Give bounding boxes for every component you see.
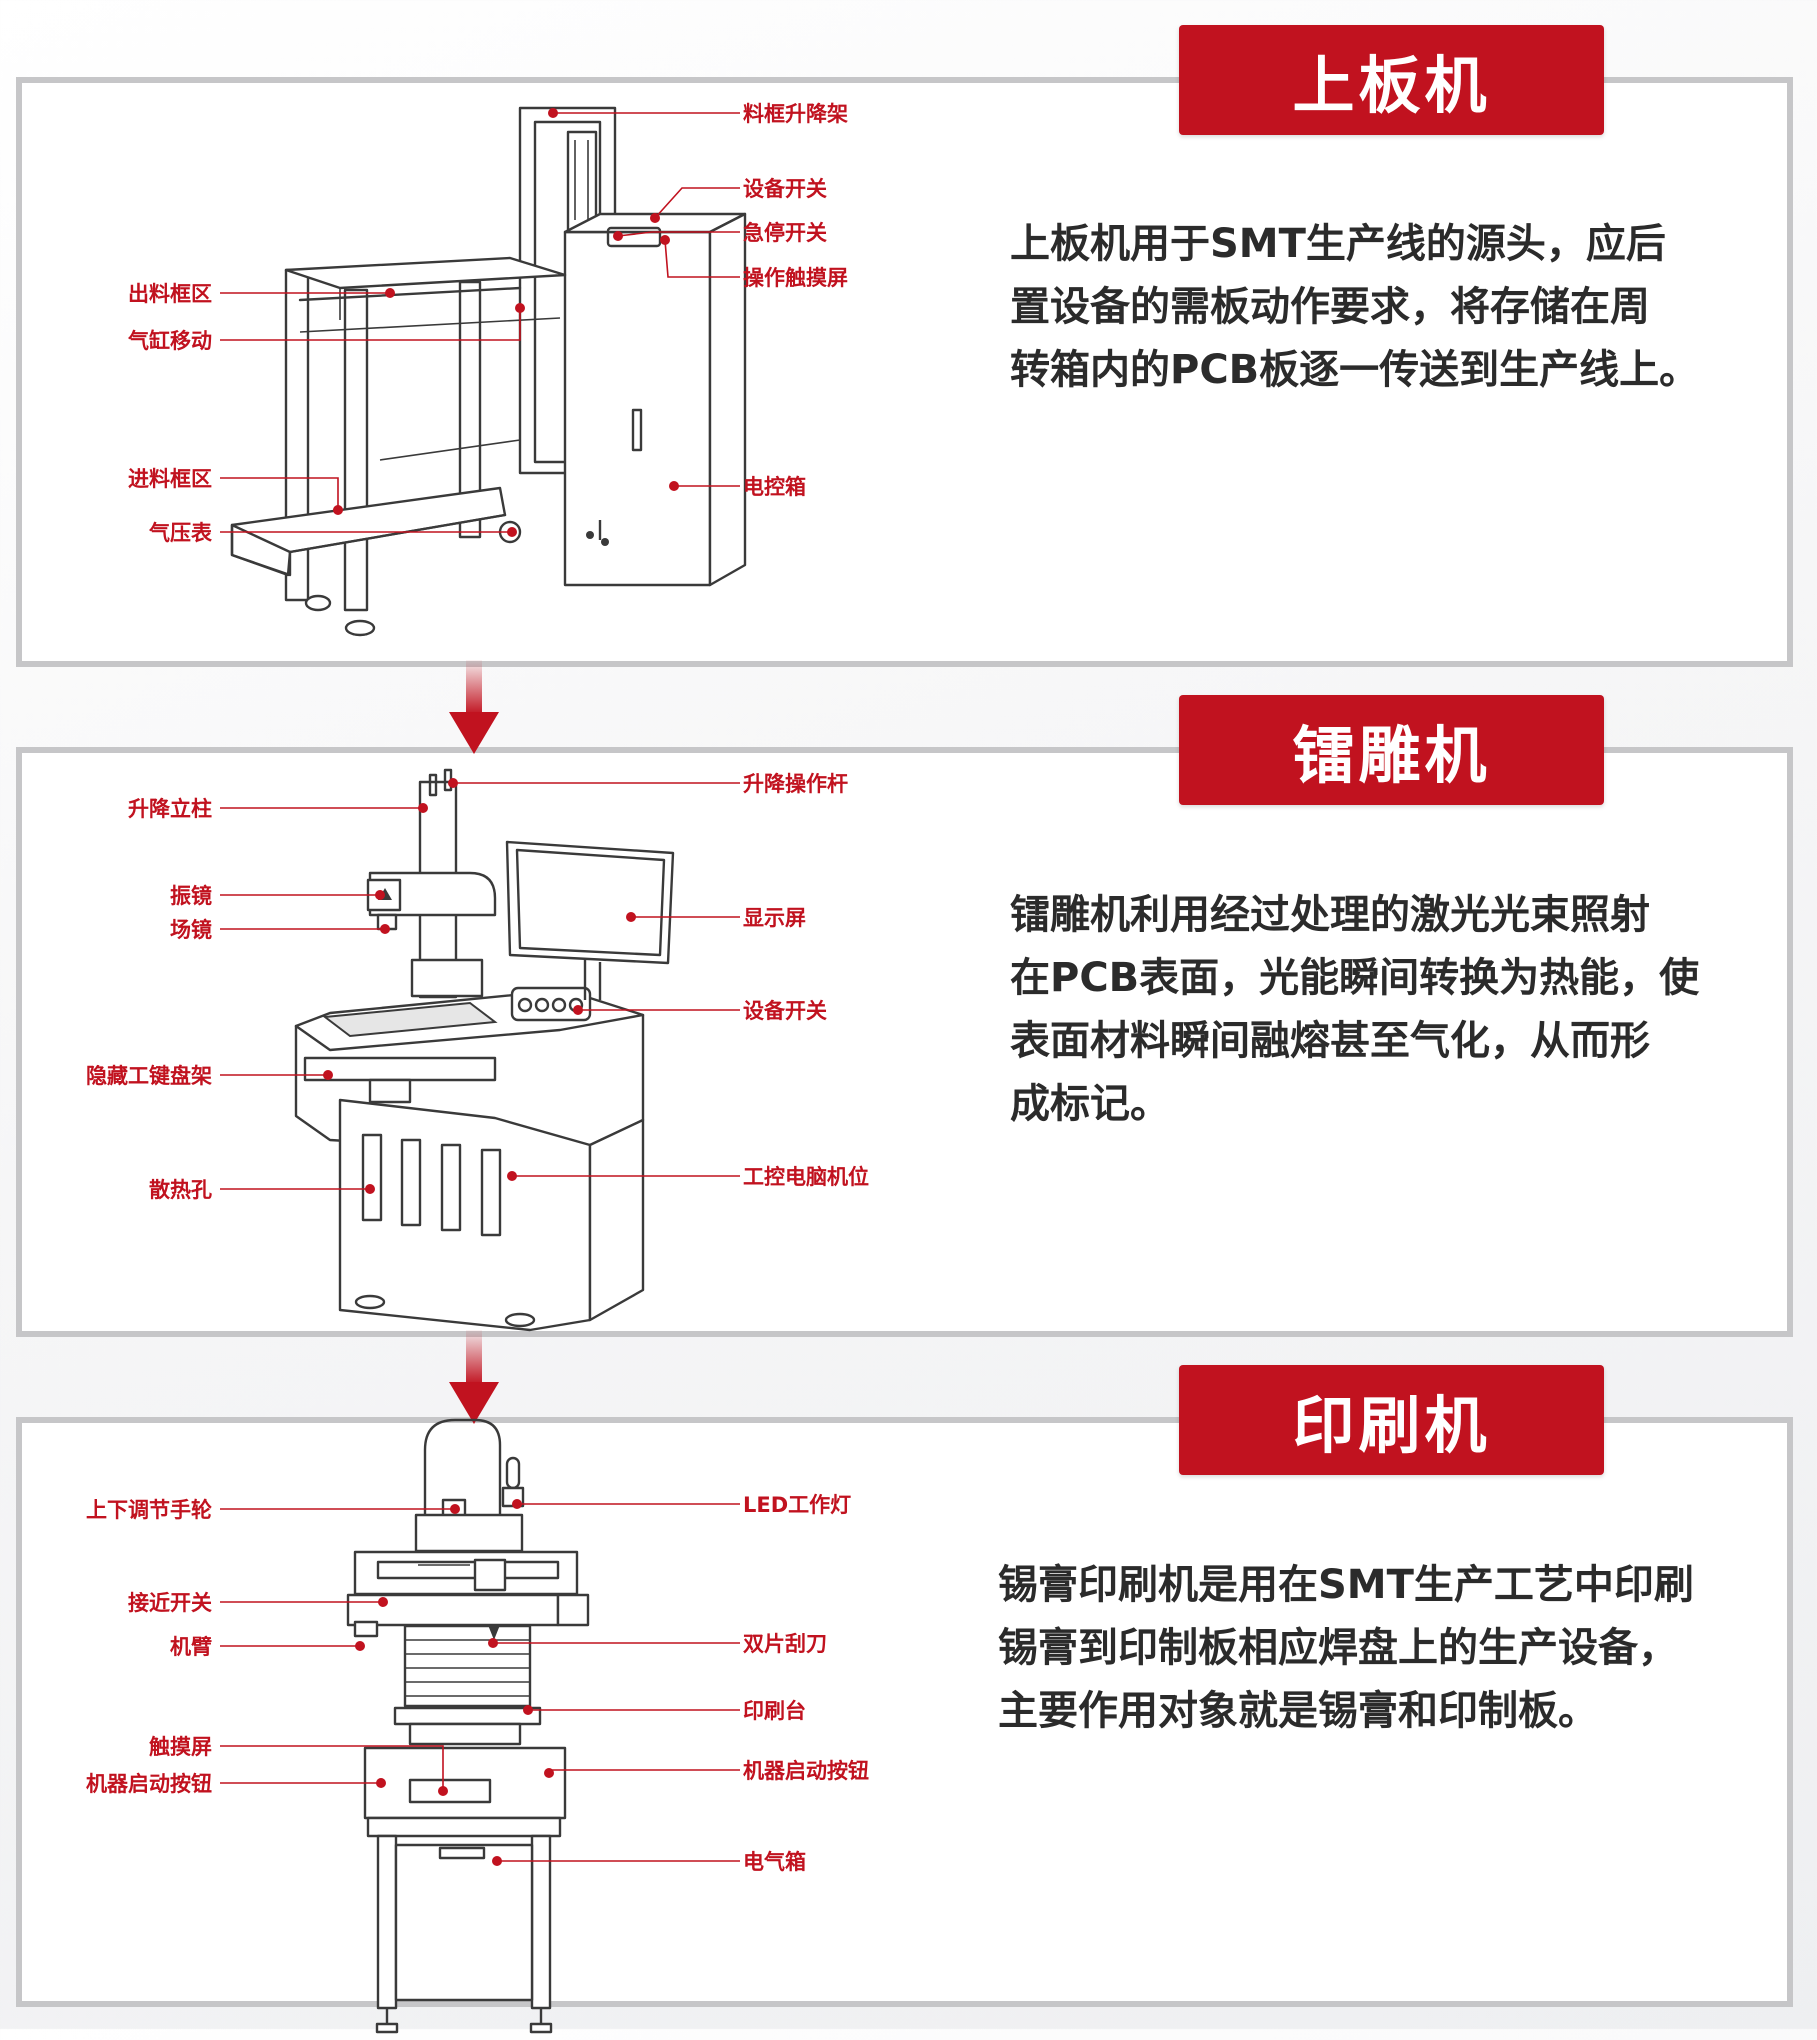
description-line: 成标记。 — [1010, 1081, 1170, 1127]
callout-label: 双片刮刀 — [743, 1632, 827, 1656]
callout-power-switch: 设备开关 — [573, 999, 827, 1023]
callout-label: 设备开关 — [743, 177, 827, 201]
callout-label: 急停开关 — [743, 221, 827, 245]
callout-height-handwheel: 上下调节手轮 — [86, 1498, 460, 1522]
description-line: 置设备的需板动作要求，将存储在周 — [1010, 284, 1650, 330]
callout-electrical-box: 电气箱 — [492, 1850, 806, 1874]
callout-label: LED工作灯 — [743, 1493, 851, 1517]
vent-slots — [361, 1133, 502, 1237]
description-line: 在PCB表面，光能瞬间转换为热能，使 — [1010, 955, 1700, 1001]
callout-label: 触摸屏 — [149, 1735, 212, 1759]
callout-ipc-bay: 工控电脑机位 — [507, 1165, 869, 1189]
section-panel-printer — [16, 1417, 1793, 2007]
section-title-tag: 镭雕机 — [1179, 695, 1604, 805]
callout-vent-holes: 散热孔 — [149, 1178, 375, 1202]
callout-label: 设备开关 — [743, 999, 827, 1023]
callout-label: 气缸移动 — [127, 329, 212, 353]
laser-marker-illustration — [294, 768, 675, 1332]
callout-start-button-left: 机器启动按钮 — [86, 1772, 386, 1796]
description-line: 主要作用对象就是锡膏和印制板。 — [998, 1688, 1598, 1734]
callout-emergency-stop: 急停开关 — [613, 221, 827, 245]
flow-arrow-down-icon — [449, 1330, 499, 1424]
callout-field-lens: 场镜 — [170, 918, 390, 942]
callout-label: 散热孔 — [149, 1178, 212, 1202]
description-line: 镭雕机利用经过处理的激光光束照射 — [1010, 892, 1650, 938]
callout-dual-squeegee: 双片刮刀 — [488, 1632, 827, 1656]
laser-marker-callouts: 升降操作杆 显示屏 设备开关 工控电脑机位 升降立柱 振镜 场镜 隐藏工键盘架 … — [86, 772, 869, 1202]
board-loader-callouts: 料框升降架 设备开关 急停开关 操作触摸屏 电控箱 出料框区 气缸移动 进料框区… — [127, 102, 848, 545]
board-loader-illustration — [230, 106, 747, 637]
description-line: 表面材料瞬间融熔甚至气化，从而形 — [1010, 1018, 1650, 1064]
callout-cylinder: 气缸移动 — [127, 303, 525, 353]
callout-label: 操作触摸屏 — [743, 266, 848, 290]
paste-printer-callouts: LED工作灯 双片刮刀 印刷台 机器启动按钮 电气箱 上下调节手轮 接近开关 机… — [86, 1493, 869, 1874]
callout-label: 机器启动按钮 — [743, 1759, 869, 1783]
callout-label: 升降操作杆 — [743, 772, 848, 796]
callout-label: 上下调节手轮 — [86, 1498, 212, 1522]
callout-label: 进料框区 — [128, 467, 212, 491]
callout-label: 气压表 — [148, 521, 213, 545]
callout-print-table: 印刷台 — [523, 1699, 806, 1723]
paste-printer-illustration — [346, 1418, 590, 2034]
screen-stack — [403, 1624, 532, 1708]
description-line: 锡膏到印制板相应焊盘上的生产设备， — [998, 1625, 1678, 1671]
callout-input-frame: 进料框区 — [128, 467, 343, 515]
callout-label: 电气箱 — [743, 1850, 806, 1874]
section-description: 锡膏印刷机是用在SMT生产工艺中印刷 锡膏到印制板相应焊盘上的生产设备， 主要作… — [998, 1554, 1798, 1743]
callout-label: 隐藏工键盘架 — [86, 1064, 212, 1088]
callout-label: 机臂 — [170, 1635, 212, 1659]
callout-label: 场镜 — [170, 918, 212, 942]
callout-label: 电控箱 — [743, 475, 806, 499]
section-description: 镭雕机利用经过处理的激光光束照射 在PCB表面，光能瞬间转换为热能，使 表面材料… — [1010, 884, 1810, 1136]
section-title-tag: 上板机 — [1179, 25, 1604, 135]
callout-output-frame: 出料框区 — [128, 282, 395, 306]
callout-touch-screen: 触摸屏 — [149, 1735, 448, 1796]
laser-marker-diagram: 升降操作杆 显示屏 设备开关 工控电脑机位 升降立柱 振镜 场镜 隐藏工键盘架 … — [86, 768, 869, 1332]
callout-label: 料框升降架 — [743, 102, 848, 126]
paste-printer-diagram: LED工作灯 双片刮刀 印刷台 机器启动按钮 电气箱 上下调节手轮 接近开关 机… — [86, 1418, 869, 2034]
description-line: 锡膏印刷机是用在SMT生产工艺中印刷 — [998, 1562, 1694, 1608]
callout-label: 机器启动按钮 — [86, 1772, 212, 1796]
flow-arrow-down-icon — [449, 660, 499, 754]
callout-label: 出料框区 — [128, 282, 212, 306]
callout-lift-lever: 升降操作杆 — [448, 772, 848, 796]
board-loader-diagram: 料框升降架 设备开关 急停开关 操作触摸屏 电控箱 出料框区 气缸移动 进料框区… — [127, 102, 848, 637]
callout-start-button: 机器启动按钮 — [544, 1759, 869, 1783]
callout-proximity-switch: 接近开关 — [128, 1591, 388, 1615]
callout-control-cabinet: 电控箱 — [669, 475, 806, 499]
callout-galvo: 振镜 — [170, 884, 385, 908]
callout-lift-column: 升降立柱 — [128, 797, 428, 821]
callout-lift-frame: 料框升降架 — [548, 102, 848, 126]
callout-label: 接近开关 — [128, 1591, 212, 1615]
callout-monitor: 显示屏 — [626, 906, 806, 930]
callout-label: 显示屏 — [743, 906, 806, 930]
callout-pressure-gauge: 气压表 — [148, 521, 517, 545]
section-description: 上板机用于SMT生产线的源头，应后 置设备的需板动作要求，将存储在周 转箱内的P… — [1010, 213, 1810, 402]
section-title-tag: 印刷机 — [1179, 1365, 1604, 1475]
callout-label: 升降立柱 — [128, 797, 212, 821]
callout-label: 印刷台 — [743, 1699, 806, 1723]
callout-keyboard-tray: 隐藏工键盘架 — [86, 1064, 333, 1088]
description-line: 上板机用于SMT生产线的源头，应后 — [1010, 221, 1666, 267]
callout-label: 工控电脑机位 — [743, 1165, 869, 1189]
description-line: 转箱内的PCB板逐一传送到生产线上。 — [1010, 347, 1700, 393]
callout-arm: 机臂 — [170, 1635, 365, 1659]
callout-label: 振镜 — [170, 884, 212, 908]
callout-touch-screen: 操作触摸屏 — [660, 235, 848, 290]
callout-led-lamp: LED工作灯 — [512, 1493, 851, 1517]
section-panel-loader — [16, 77, 1793, 667]
callout-power-switch: 设备开关 — [650, 177, 827, 223]
